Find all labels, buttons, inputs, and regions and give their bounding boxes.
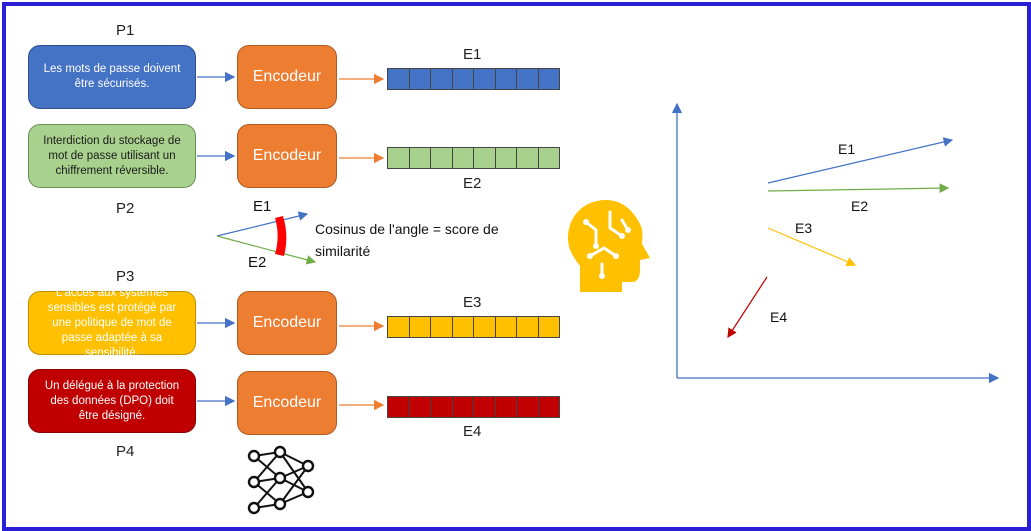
embedding-label-e2: E2 xyxy=(463,175,482,192)
embedding-cell xyxy=(388,69,410,89)
embedding-cell xyxy=(474,397,496,417)
embedding-label-e1: E1 xyxy=(463,46,482,63)
embedding-cell xyxy=(431,397,453,417)
embedding-cell xyxy=(409,69,431,89)
embedding-cell xyxy=(452,317,474,337)
passage-label-p1: P1 xyxy=(116,22,135,39)
embedding-cell xyxy=(388,148,410,168)
encoder-box-4: Encodeur xyxy=(237,371,337,435)
plot-label-e2: E2 xyxy=(851,198,869,214)
embedding-cell xyxy=(495,397,517,417)
angle-vector-e2 xyxy=(216,235,317,265)
embedding-cell xyxy=(474,317,496,337)
plot-vector-e2 xyxy=(767,183,950,193)
embedding-cell xyxy=(538,69,559,89)
encoder-box-3: Encodeur xyxy=(237,291,337,355)
embedding-vector-e4 xyxy=(387,396,560,418)
angle-arc xyxy=(275,216,287,256)
passage-label-p2: P2 xyxy=(116,200,135,217)
angle-label-e1: E1 xyxy=(253,198,272,215)
passage-text: Les mots de passe doivent être sécurisés… xyxy=(43,63,181,90)
embedding-cell xyxy=(495,317,517,337)
embedding-cell xyxy=(474,148,496,168)
plot-vector-e1 xyxy=(767,137,954,184)
plot-label-e3: E3 xyxy=(795,220,813,236)
passage-box-p1: Les mots de passe doivent être sécurisés… xyxy=(28,45,196,109)
embedding-cell xyxy=(538,148,559,168)
passage-label-p3: P3 xyxy=(116,268,135,285)
angle-vector-e1 xyxy=(216,211,309,237)
embedding-cell xyxy=(517,148,539,168)
embedding-vector-e1 xyxy=(387,68,560,90)
embedding-cell xyxy=(538,397,559,417)
plot-label-e1: E1 xyxy=(838,141,856,157)
plot-vector-e3 xyxy=(767,227,857,267)
embedding-cell xyxy=(388,317,410,337)
embedding-vector-e2 xyxy=(387,147,560,169)
passage-label-p4: P4 xyxy=(116,443,135,460)
embedding-cell xyxy=(431,69,453,89)
plot-vector-e4 xyxy=(727,276,768,339)
embedding-cell xyxy=(431,317,453,337)
embedding-cell xyxy=(474,69,496,89)
embedding-cell xyxy=(452,69,474,89)
passage-text: Un délégué à la protection des données (… xyxy=(44,379,180,422)
embedding-vector-e3 xyxy=(387,316,560,338)
encoder-box-1: Encodeur xyxy=(237,45,337,109)
embedding-cell xyxy=(452,148,474,168)
embedding-cell xyxy=(517,397,539,417)
neural-network-icon xyxy=(247,445,315,515)
embedding-cell xyxy=(495,69,517,89)
embedding-cell xyxy=(517,317,539,337)
angle-label-e2: E2 xyxy=(248,254,267,271)
embedding-cell xyxy=(452,397,474,417)
embedding-cell xyxy=(431,148,453,168)
brain-head-icon xyxy=(568,200,650,292)
passage-box-p3: L'accès aux systèmes sensibles est proté… xyxy=(28,287,196,359)
embedding-cell xyxy=(538,317,559,337)
passage-text: Interdiction du stockage de mot de passe… xyxy=(43,134,181,177)
embedding-label-e3: E3 xyxy=(463,294,482,311)
plot-label-e4: E4 xyxy=(770,309,788,325)
embedding-cell xyxy=(409,317,431,337)
passage-text: L'accès aux systèmes sensibles est proté… xyxy=(47,286,177,359)
embedding-cell xyxy=(409,148,431,168)
embedding-cell xyxy=(409,397,431,417)
passage-box-p4: Un délégué à la protection des données (… xyxy=(28,369,196,433)
embedding-cell xyxy=(495,148,517,168)
passage-box-p2: Interdiction du stockage de mot de passe… xyxy=(28,124,196,188)
embedding-label-e4: E4 xyxy=(463,423,482,440)
cosine-caption: Cosinus de l'angle = score de similarité xyxy=(315,221,499,259)
encoder-box-2: Encodeur xyxy=(237,124,337,188)
embedding-cell xyxy=(388,397,410,417)
embedding-cell xyxy=(517,69,539,89)
